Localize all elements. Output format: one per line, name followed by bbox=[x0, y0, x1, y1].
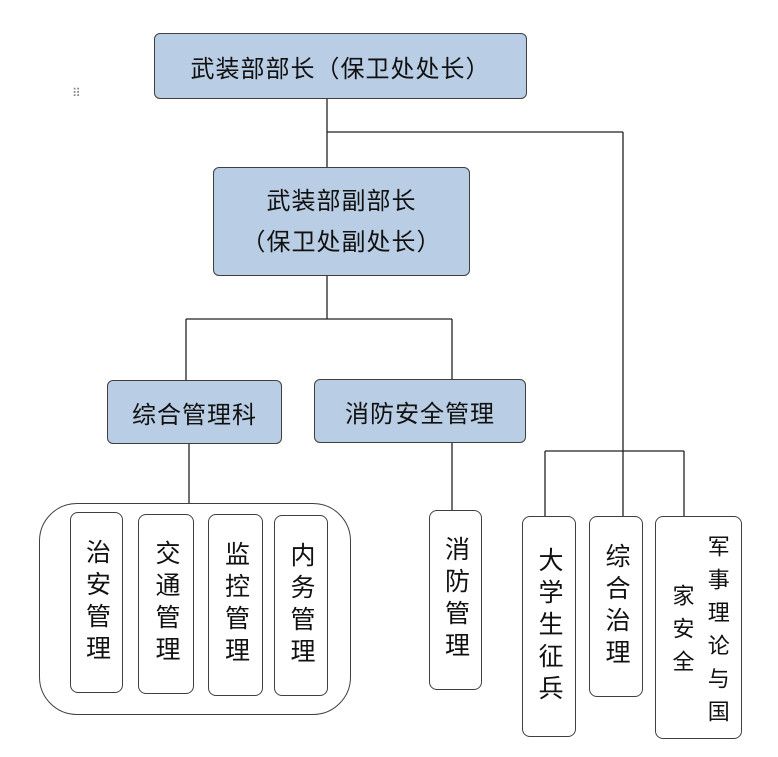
internal-affairs-label: 内务管理 bbox=[287, 541, 316, 670]
monitoring-label: 监控管理 bbox=[221, 541, 251, 669]
head-label: 武装部部长（保卫处处长） bbox=[190, 54, 491, 83]
military-security-theory-label: 军事理论与国家安全 bbox=[668, 534, 729, 733]
comprehensive-governance-box: 综合治理 bbox=[589, 516, 643, 697]
traffic-label: 交通管理 bbox=[152, 540, 181, 668]
head-box: 武装部部长（保卫处处长） bbox=[154, 33, 527, 99]
conscription-box: 大学生征兵 bbox=[522, 516, 576, 737]
military-security-theory-box: 军事理论与国家安全 bbox=[655, 516, 742, 739]
fire-safety-section-label: 消防安全管理 bbox=[345, 399, 495, 428]
deputy-label-line2: （保卫处副处长） bbox=[241, 227, 442, 256]
comprehensive-section-box: 综合管理科 bbox=[107, 380, 282, 444]
drag-handle-icon[interactable]: ⠿ bbox=[72, 86, 81, 100]
internal-affairs-box: 内务管理 bbox=[274, 515, 328, 696]
public-security-label: 治安管理 bbox=[82, 538, 112, 667]
fire-management-label: 消防管理 bbox=[441, 536, 471, 664]
conscription-label: 大学生征兵 bbox=[535, 546, 564, 707]
fire-management-box: 消防管理 bbox=[429, 510, 482, 690]
comprehensive-governance-label: 综合治理 bbox=[602, 542, 631, 671]
comprehensive-section-label: 综合管理科 bbox=[132, 400, 257, 429]
public-security-box: 治安管理 bbox=[70, 512, 123, 693]
deputy-label-line1: 武装部副部长 bbox=[266, 186, 417, 215]
fire-safety-section-box: 消防安全管理 bbox=[314, 379, 526, 443]
traffic-box: 交通管理 bbox=[138, 514, 194, 694]
monitoring-box: 监控管理 bbox=[208, 514, 263, 696]
deputy-box: 武装部副部长 （保卫处副处长） bbox=[213, 167, 470, 276]
